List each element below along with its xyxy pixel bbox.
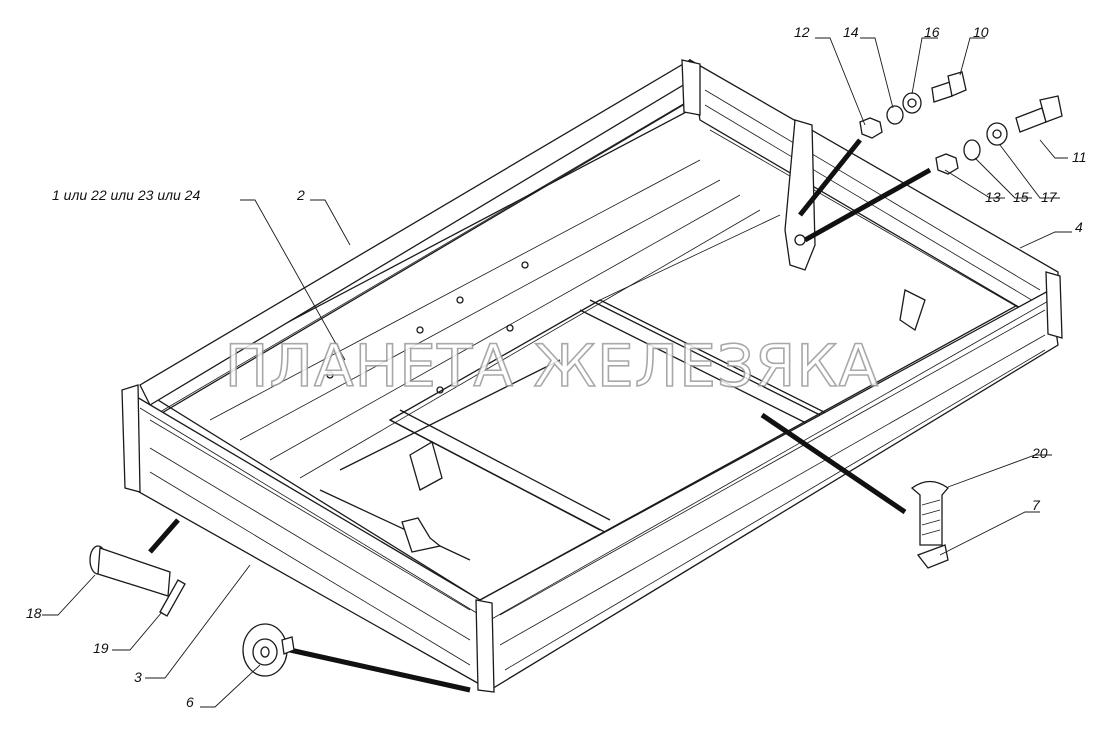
label-6: 6: [186, 694, 194, 710]
label-2: 2: [296, 187, 305, 203]
flat-washer-16: [902, 92, 922, 114]
front-board: [124, 388, 491, 692]
lock-washer-7: [916, 544, 949, 569]
label-14: 14: [843, 24, 859, 40]
watermark-text: ПЛАНЕТА ЖЕЛЕЗЯКА: [225, 332, 879, 400]
label-18: 18: [26, 605, 42, 621]
label-3: 3: [134, 669, 142, 685]
bolt-10: [931, 71, 967, 103]
label-1-22-23-24: 1 или 22 или 23 или 24: [52, 187, 200, 203]
nut-12: [859, 117, 883, 139]
floor-holes: [326, 261, 529, 394]
label-10: 10: [973, 24, 989, 40]
cotter-pin-19: [159, 579, 186, 617]
callout-leaders: [42, 37, 1072, 708]
label-7: 7: [1032, 497, 1041, 513]
bolt-11: [1015, 95, 1063, 133]
fasteners-top: [859, 71, 1063, 175]
nut-13: [935, 153, 959, 175]
hinge-pin-18: [97, 547, 171, 597]
rear-board: [689, 58, 1059, 332]
buffer-6: [242, 623, 288, 677]
label-15: 15: [1013, 189, 1029, 205]
crossbeams: [319, 299, 841, 561]
carriage-bolt-20: [910, 480, 949, 546]
fasteners-left: [89, 545, 295, 677]
label-11: 11: [1072, 149, 1087, 165]
floor-hinges: [401, 289, 926, 553]
label-13: 13: [985, 189, 1001, 205]
callout-labels: 1 или 22 или 23 или 24 2 3 4 6 7 10 11 1…: [26, 24, 1087, 710]
fasteners-right: [910, 480, 949, 569]
flat-washer-17: [986, 122, 1008, 146]
cargo-platform: [148, 109, 1047, 601]
label-4: 4: [1075, 219, 1083, 235]
label-19: 19: [93, 640, 109, 656]
corner-posts: [121, 59, 1063, 693]
spring-washer-14: [886, 105, 904, 125]
floor-boards: [209, 159, 781, 479]
explode-lines: [148, 138, 932, 693]
label-17: 17: [1041, 189, 1058, 205]
label-12: 12: [794, 24, 810, 40]
label-20: 20: [1031, 445, 1048, 461]
spring-washer-15: [963, 139, 981, 161]
right-side-board: [479, 288, 1059, 692]
label-16: 16: [924, 24, 940, 40]
